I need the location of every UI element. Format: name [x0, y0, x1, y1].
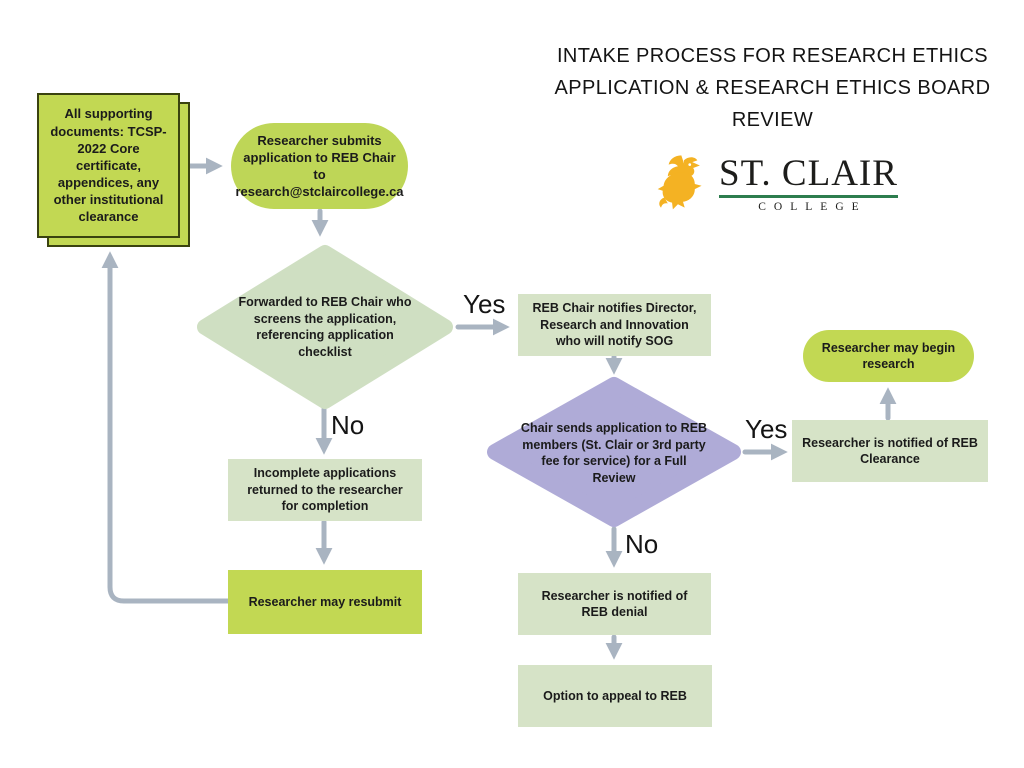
notify-director-node: REB Chair notifies Director, Research an…: [518, 294, 711, 356]
logo-green-rule: [719, 195, 898, 198]
st-clair-college-logo: ST. CLAIR COLLEGE: [656, 152, 898, 216]
supporting-docs-node: All supporting documents: TCSP-2022 Core…: [37, 93, 180, 238]
resubmit-node: Researcher may resubmit: [228, 570, 422, 634]
edge-label-review-yes: Yes: [745, 414, 788, 444]
appeal-node: Option to appeal to REB: [518, 665, 712, 727]
incomplete-node: Incomplete applications returned to the …: [228, 459, 422, 521]
page-title: INTAKE PROCESS FOR RESEARCH ETHICS APPLI…: [545, 40, 1000, 136]
denial-node: Researcher is notified of REB denial: [518, 573, 711, 635]
griffin-icon: [657, 155, 702, 210]
logo-college-text: COLLEGE: [758, 201, 867, 213]
edge-label-screen-yes: Yes: [463, 289, 506, 319]
logo-wordmark: ST. CLAIR: [719, 153, 898, 194]
decision-diamond-screen: [197, 245, 453, 409]
edge-label-screen-no: No: [331, 410, 365, 440]
page-title-line-2: APPLICATION & RESEARCH ETHICS BOARD: [554, 77, 991, 99]
begin-research-node: Researcher may begin research: [803, 330, 974, 382]
submit-application-node: Researcher submits application to REB Ch…: [231, 123, 408, 209]
full-review-decision-text: Chair sends application to REB members (…: [520, 421, 708, 485]
edge-label-review-no: No: [625, 529, 659, 559]
clearance-node: Researcher is notified of REB Clearance: [792, 420, 988, 482]
page-title-line-3: REVIEW: [731, 109, 814, 131]
page-title-line-1: INTAKE PROCESS FOR RESEARCH ETHICS: [556, 45, 989, 67]
logo-text-block: ST. CLAIR COLLEGE: [719, 155, 898, 213]
chair-screens-decision-text: Forwarded to REB Chair who screens the a…: [238, 295, 412, 359]
arrow-resubmit-loop: [101, 251, 231, 604]
decision-diamond-full-review: [487, 377, 741, 527]
